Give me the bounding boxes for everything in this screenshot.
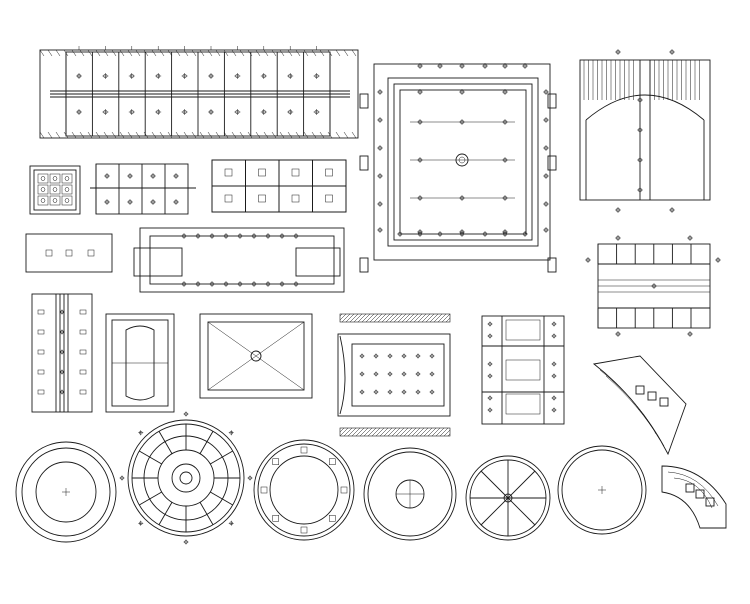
eight-cell-ceiling-plan <box>211 159 347 213</box>
diagonal-ceiling-plan <box>199 313 313 399</box>
column-strip-ceiling-plan <box>31 293 93 413</box>
framed-strip-ceiling-plan <box>133 227 345 293</box>
round-ceiling-plan-6 <box>557 445 647 535</box>
curved-band-ceiling-plan <box>592 355 687 456</box>
strip-light-ceiling-plan <box>25 233 113 273</box>
segmented-column-ceiling-plan <box>481 315 565 425</box>
radial-coffer-ceiling-plan <box>119 411 253 545</box>
curved-strip-ceiling-plan <box>661 465 727 529</box>
arched-ceiling-plan <box>579 49 711 213</box>
hatched-grid-ceiling-plan <box>337 313 451 437</box>
spoke-ceiling-plan <box>465 455 551 541</box>
long-beam-ceiling-plan <box>39 46 359 139</box>
round-ceiling-plan-4 <box>363 447 457 541</box>
round-ceiling-plan-3 <box>253 439 355 541</box>
nine-grid-ceiling-plan <box>29 165 81 215</box>
square-coffered-ceiling-plan <box>359 63 557 273</box>
small-grid-ceiling-plan <box>90 163 196 215</box>
double-grid-ceiling-plan <box>585 235 721 337</box>
round-ceiling-plan-1 <box>15 441 117 543</box>
lens-ceiling-plan <box>105 313 175 413</box>
